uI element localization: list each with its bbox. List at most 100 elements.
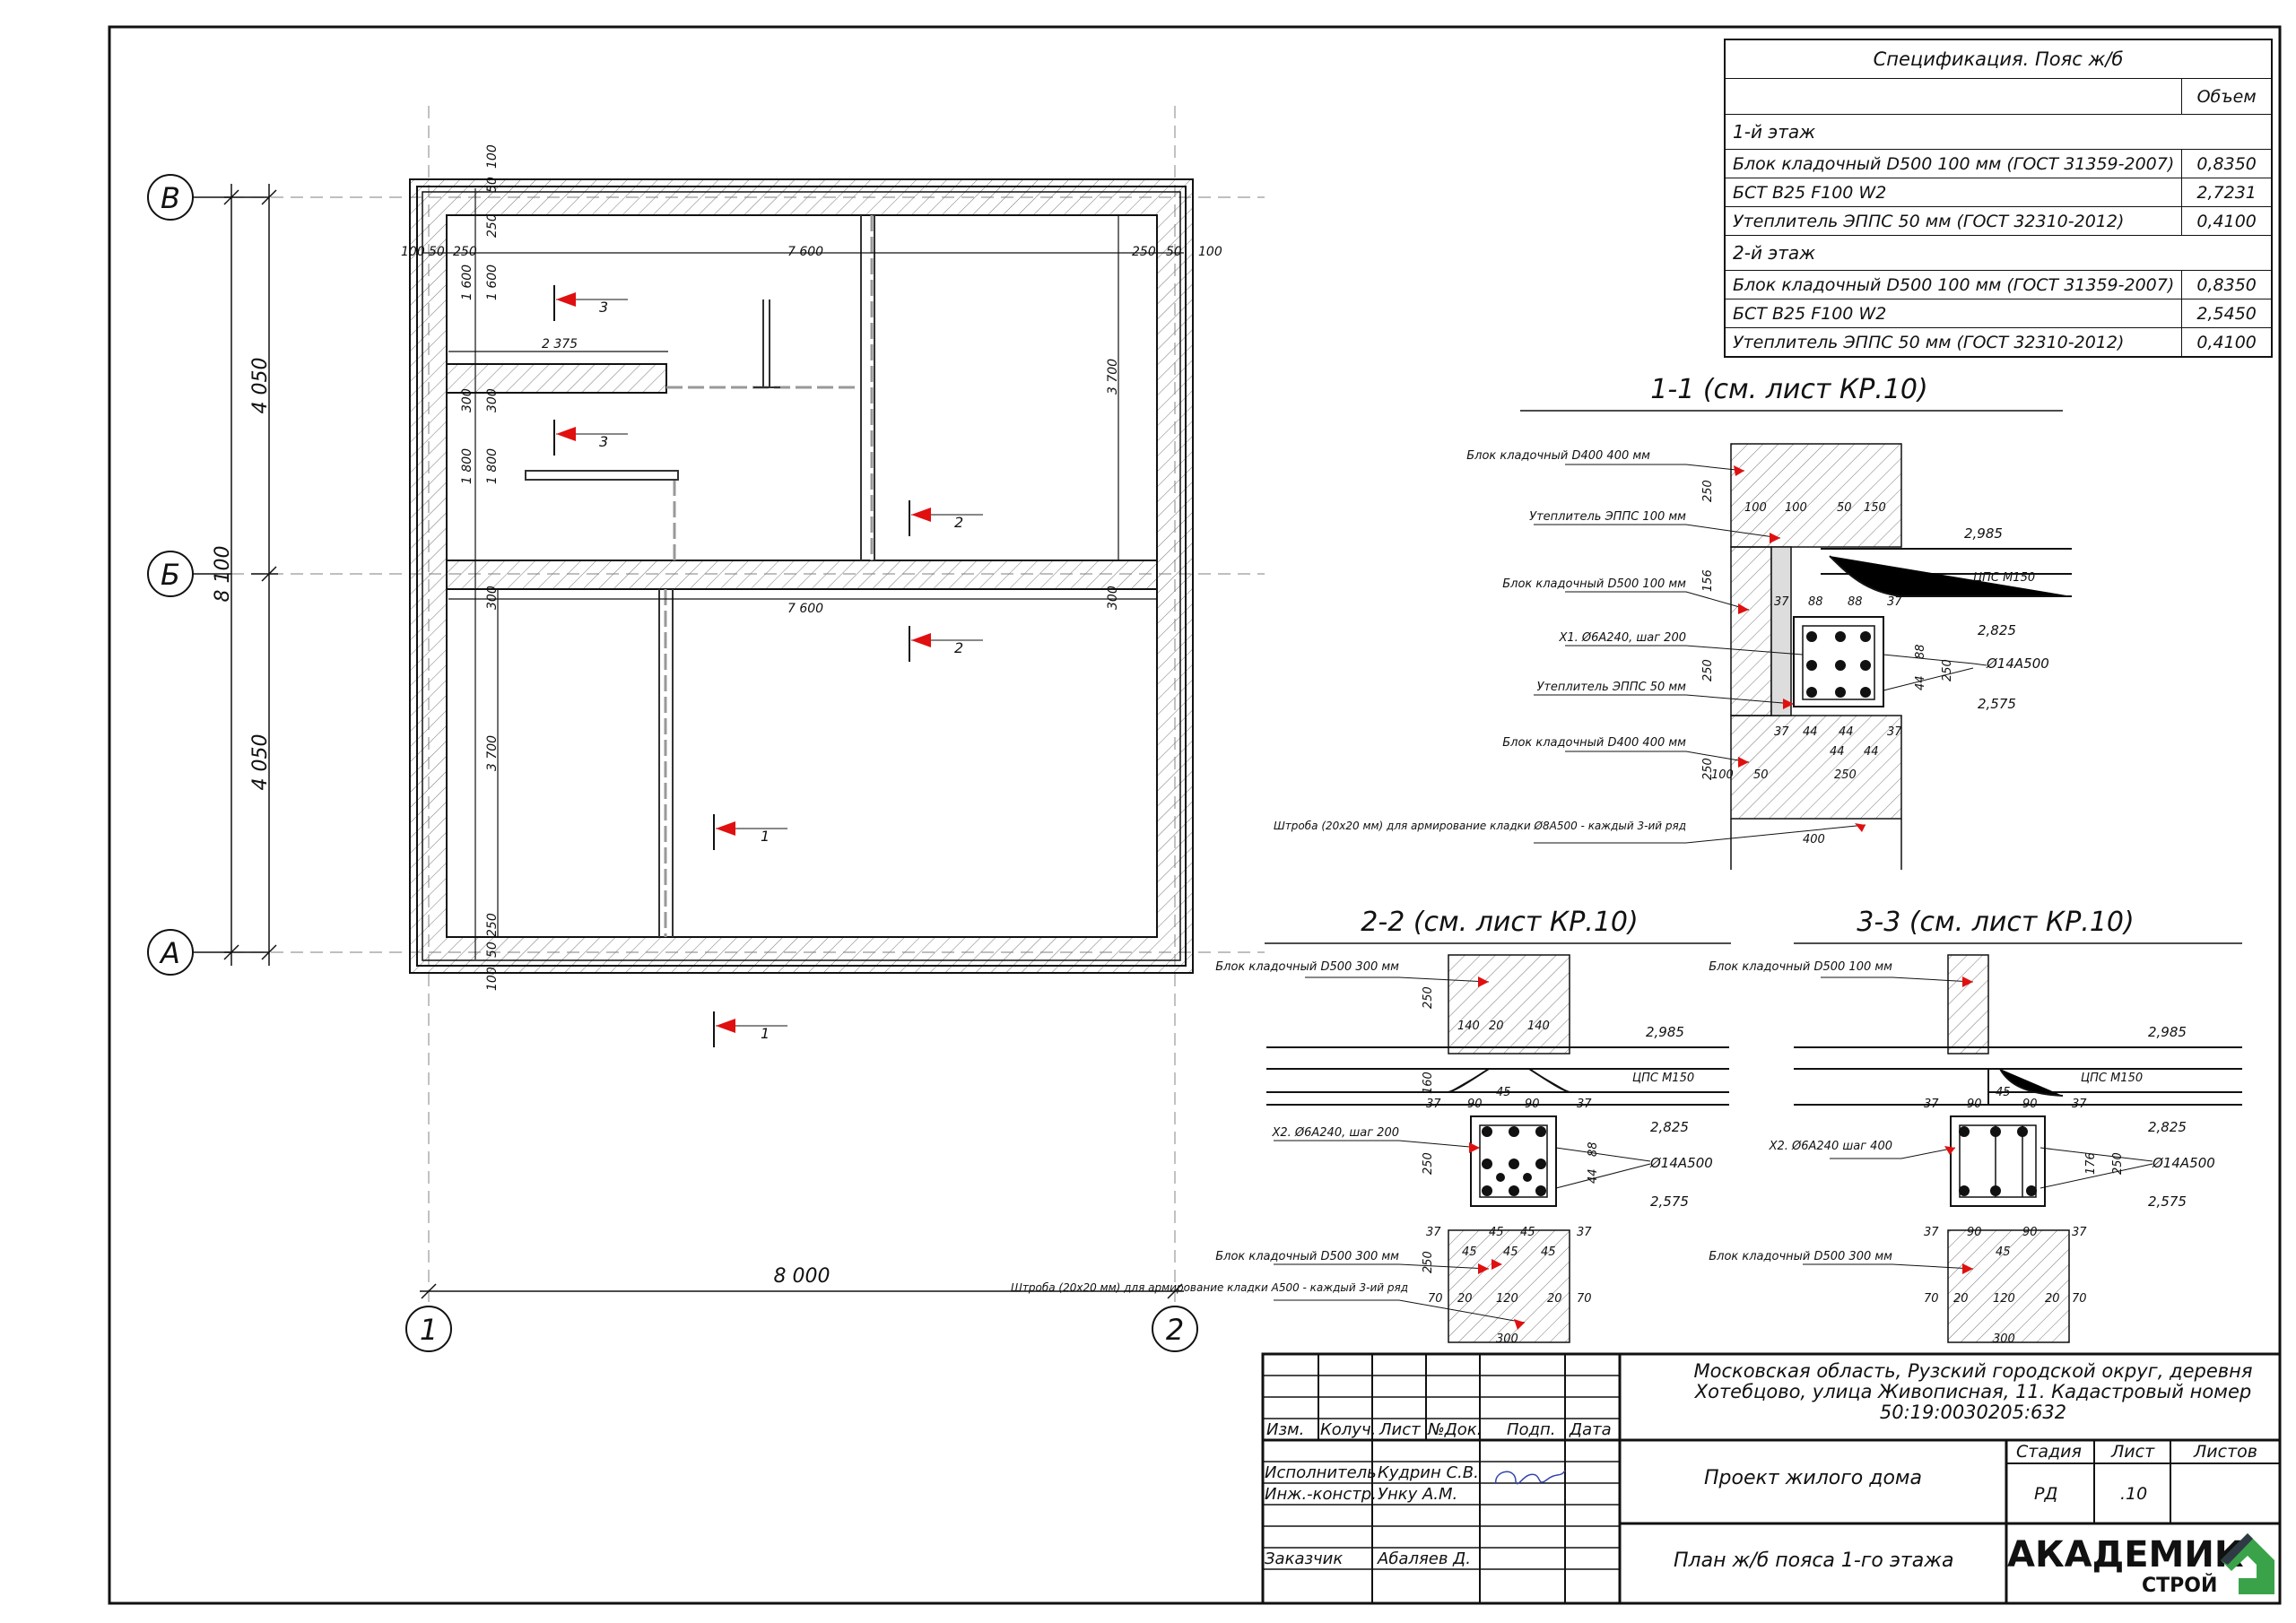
dim-250-left: 250 [453,245,477,259]
signature [1495,1470,1566,1485]
s33-dim-37a: 37 [1924,1098,1939,1111]
spec-row-value: 2,5450 [2181,299,2273,328]
s11-label-block-mid: Блок кладочный D500 100 мм [1502,577,1686,591]
s22-dim-37b: 37 [1577,1098,1592,1111]
axis-label-a: А [159,936,180,970]
s22-dim-45b: 45 [1489,1226,1504,1239]
s11-mark-mid: 2,825 [1978,622,2016,638]
dim-1800-a: 1 800 [460,448,474,484]
s33-label-bar: Ø14А500 [2152,1155,2215,1171]
dim-50-left: 50 [429,245,445,259]
section-mark-1a: 1 [761,828,770,845]
name-engineer: Унку А.М. [1378,1485,1458,1504]
s11-dim-250: 250 [1834,768,1857,782]
section-3-3-title: 3-3 (см. лист КР.10) [1857,907,2134,938]
dimension-line-horizontal [420,1283,1184,1299]
s11-dim-37a: 37 [1774,595,1789,609]
dim-250-right: 250 [1132,245,1156,259]
s11-mark-top: 2,985 [1964,525,2003,542]
s11-label-insul-top: Утеплитель ЭППС 100 мм [1529,510,1686,524]
s11-label-bar: Ø14А500 [1986,655,2049,672]
s22-dim-70a: 70 [1428,1292,1443,1306]
spec-floor-1: 1-й этаж [1725,114,2272,150]
s22-dim-250v3: 250 [1422,1251,1435,1273]
dim-7600-top: 7 600 [787,245,823,259]
s22-dim-45d: 45 [1462,1245,1477,1259]
s33-dim-90d: 90 [2022,1226,2038,1239]
s22-dim-300: 300 [1496,1332,1518,1346]
role-client: Заказчик [1265,1549,1344,1568]
s11-dim-250v4: 250 [1941,659,1954,681]
col-podp: Подп. [1507,1420,1556,1439]
s22-dim-250v2: 250 [1422,1152,1435,1175]
s11-label-rebar: Х1. Ø6А240, шаг 200 [1558,631,1686,645]
axis-label-1: 1 [420,1313,438,1347]
dim-250-bottom: 250 [485,913,500,937]
col-data: Дата [1570,1420,1612,1439]
col-ndok: №Док. [1428,1420,1483,1439]
col-koluch: Колуч. [1320,1420,1377,1439]
s33-dim-37b: 37 [2072,1098,2087,1111]
s33-label-block-top: Блок кладочный D500 100 мм [1709,960,1892,974]
s22-dim-44v: 44 [1587,1168,1600,1184]
s22-dim-37d: 37 [1577,1226,1592,1239]
stage-value: РД [2034,1484,2058,1504]
address-line: Хотебцово, улица Живописная, 11. Кадастр… [1694,1381,2252,1402]
axis-label-b: Б [161,558,180,592]
project-name: Проект жилого дома [1704,1467,1922,1489]
s33-dim-120: 120 [1993,1292,2015,1306]
dim-2375: 2 375 [542,337,578,352]
s11-dim-44c: 44 [1830,745,1845,759]
sheet-title: План ж/б пояса 1-го этажа [1674,1549,1954,1572]
s33-dim-90a: 90 [1967,1098,1982,1111]
spec-row-value: 0,8350 [2181,270,2273,299]
dim-100-left: 100 [401,245,425,259]
s11-dim-150: 150 [1864,501,1886,515]
dim-300-right: 300 [1106,586,1120,610]
dim-overall-width: 8 000 [774,1265,831,1288]
s33-dim-300: 300 [1993,1332,2015,1346]
s33-mark-top: 2,985 [2148,1024,2187,1040]
section-mark-3a: 3 [599,299,608,316]
s22-dim-140b: 140 [1527,1020,1550,1033]
s33-label-block-bot: Блок кладочный D500 300 мм [1709,1250,1892,1263]
specification-table: Спецификация. Пояс ж/б Объем 1-й этаж Бл… [1724,39,2273,358]
s11-dim-50: 50 [1837,501,1852,515]
table-row: Блок кладочный D500 100 мм (ГОСТ 31359-2… [1724,149,2273,178]
s11-label-cps: ЦПС М150 [1973,571,2035,585]
s33-dim-20a: 20 [1953,1292,1969,1306]
s22-dim-45f: 45 [1541,1245,1556,1259]
col-izm: Изм. [1266,1420,1305,1439]
s22-dim-20b: 20 [1457,1292,1473,1306]
s11-dim-44a: 44 [1803,725,1818,739]
dim-250-top: 250 [485,213,500,238]
table-row: Утеплитель ЭППС 50 мм (ГОСТ 32310-2012)0… [1724,206,2273,236]
s22-dim-70b: 70 [1577,1292,1592,1306]
sheet-value: .10 [2120,1484,2148,1504]
spec-row-value: 0,4100 [2181,206,2273,236]
s22-label-bar: Ø14А500 [1649,1155,1713,1171]
s22-mark-top: 2,985 [1646,1024,1684,1040]
s11-label-groove: Штроба (20х20 мм) для армирование кладки… [1274,820,1686,832]
role-executor: Исполнитель [1265,1463,1377,1482]
dim-half-top: 4 050 [249,358,272,414]
spec-row-name: Утеплитель ЭППС 50 мм (ГОСТ 32310-2012) [1724,327,2183,358]
section-mark-2b: 2 [954,639,963,656]
dim-overall-height: 8 100 [212,546,234,603]
dim-100-bottom: 100 [485,967,500,991]
dim-7600-mid: 7 600 [787,602,823,616]
s22-label-rebar: Х2. Ø6А240, шаг 200 [1271,1126,1399,1140]
dim-50-top: 50 [485,177,500,193]
s22-label-block-bot: Блок кладочный D500 300 мм [1215,1250,1399,1263]
s11-dim-44v: 44 [1914,675,1927,690]
dim-50-right: 50 [1166,245,1182,259]
s22-dim-37c: 37 [1426,1226,1441,1239]
name-executor: Кудрин С.В. [1378,1463,1479,1482]
s11-dim-250v2: 250 [1701,659,1715,681]
s22-label-groove: Штроба (20х20 мм) для армирование кладки… [1011,1281,1408,1294]
s11-dim-88b: 88 [1848,595,1863,609]
dim-1600-b: 1 600 [485,265,500,300]
s11-label-block-bot: Блок кладочный D400 400 мм [1502,736,1686,750]
